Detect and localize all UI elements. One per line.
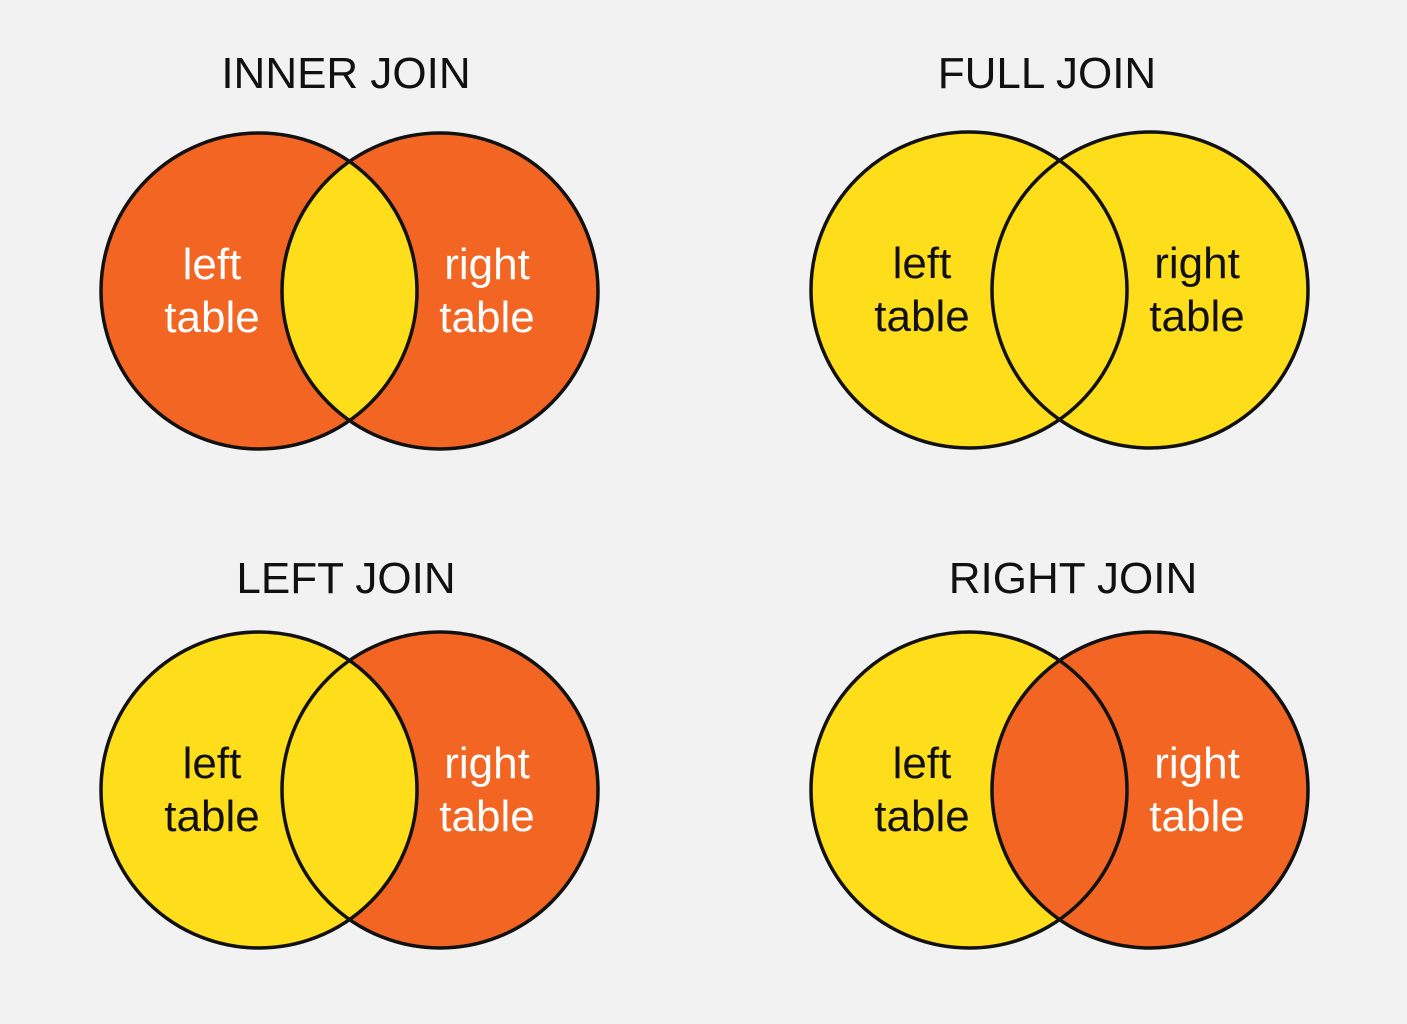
right-table-label-line-2: table: [439, 293, 534, 342]
right-table-label-line-1: right: [444, 739, 530, 788]
overlap-region: [282, 133, 417, 449]
left-table-label-line-1: left: [893, 739, 952, 788]
left-table-label-line-2: table: [164, 792, 259, 841]
left-table-label-line-1: left: [183, 739, 242, 788]
right-circle-outline: [990, 630, 1310, 950]
overlap-region: [992, 632, 1127, 948]
left-circle-outline: [809, 130, 1129, 450]
right-table-label-line-2: table: [1149, 292, 1244, 341]
right-circle-outline: [280, 131, 600, 451]
left-table-label-line-2: table: [874, 792, 969, 841]
right-table-label-line-1: right: [1154, 239, 1240, 288]
right-circle-outline: [280, 630, 600, 950]
left-table-label-line-2: table: [164, 293, 259, 342]
overlap-region: [992, 132, 1127, 448]
left-circle-outline: [99, 630, 419, 950]
left-table-label-line-1: left: [893, 239, 952, 288]
left-circle-outline: [99, 131, 419, 451]
right-circle-outline: [990, 130, 1310, 450]
join-title: INNER JOIN: [221, 49, 470, 98]
right-table-label-line-2: table: [1149, 792, 1244, 841]
left-circle-outline: [809, 630, 1129, 950]
right-table-label-line-2: table: [439, 792, 534, 841]
overlap-region: [282, 632, 417, 948]
right-table-label-line-1: right: [444, 240, 530, 289]
left-table-label-line-2: table: [874, 292, 969, 341]
join-title: FULL JOIN: [938, 49, 1156, 98]
join-title: LEFT JOIN: [236, 554, 455, 603]
join-title: RIGHT JOIN: [949, 554, 1198, 603]
right-table-label-line-1: right: [1154, 739, 1240, 788]
left-table-label-line-1: left: [183, 240, 242, 289]
